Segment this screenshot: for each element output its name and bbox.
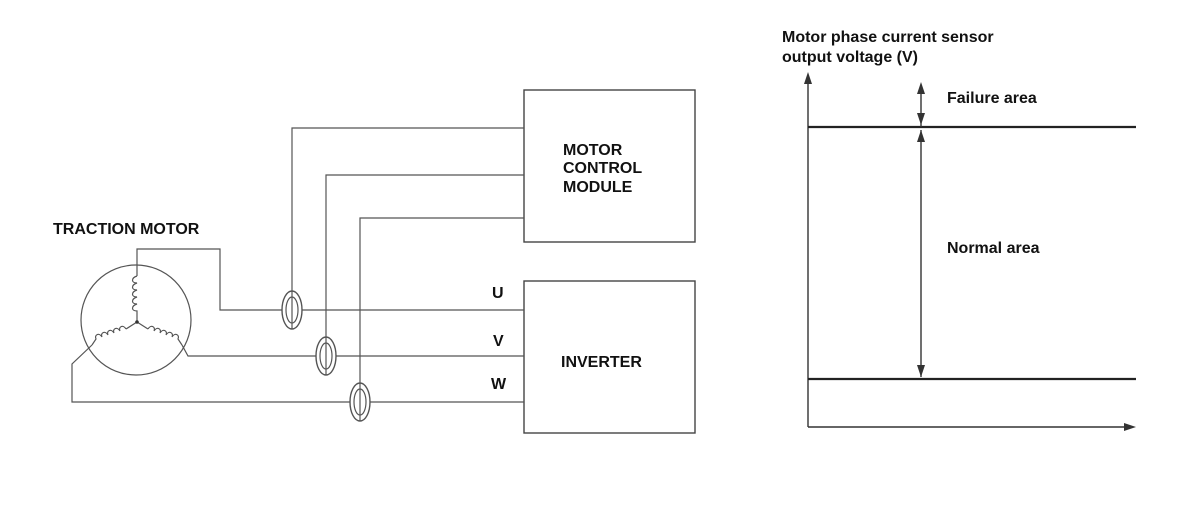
mcm-label-line-2: CONTROL	[563, 160, 642, 177]
wiring-diagram: MOTOR CONTROL MODULE INVERTER U V W TRAC…	[53, 89, 696, 434]
inverter-label: INVERTER	[561, 354, 642, 371]
phase-v-wire	[181, 344, 524, 357]
graph-x-axis-arrow	[1124, 423, 1136, 431]
inverter-box	[523, 280, 696, 434]
normal-area-arrow-head-top	[917, 130, 925, 142]
traction-motor-circle	[80, 264, 192, 376]
phase-label-u: U	[492, 285, 504, 302]
mcm-label-line-3: MODULE	[563, 179, 633, 196]
motor-neutral-point	[135, 320, 139, 324]
current-sensor-w	[349, 382, 371, 422]
voltage-range-graph: Motor phase current sensor output voltag…	[782, 29, 1136, 431]
current-sensor-u	[281, 290, 303, 330]
sensor-u-signal-wire	[291, 127, 524, 293]
mcm-label-line-1: MOTOR	[563, 142, 623, 159]
failure-area-label: Failure area	[947, 90, 1037, 107]
graph-ylabel-line-1: Motor phase current sensor	[782, 29, 994, 46]
graph-ylabel-line-2: output voltage (V)	[782, 49, 918, 66]
motor-coil-w	[91, 325, 127, 346]
sensor-v-signal-wire	[325, 174, 524, 339]
phase-w-wire	[71, 344, 524, 403]
phase-label-v: V	[493, 333, 504, 350]
normal-area-label: Normal area	[947, 240, 1040, 257]
motor-coil-v	[147, 325, 183, 346]
phase-u-wire	[136, 248, 524, 311]
motor-coil-u	[131, 275, 138, 313]
traction-motor-label: TRACTION MOTOR	[53, 221, 200, 238]
sensor-w-signal-wire	[359, 217, 524, 384]
phase-label-w: W	[491, 376, 507, 393]
graph-y-axis-arrow	[804, 72, 812, 84]
failure-area-arrow-head	[917, 82, 925, 94]
current-sensor-v	[315, 336, 337, 376]
normal-area-arrow-head-bottom	[917, 365, 925, 377]
motor-control-module-box	[523, 89, 696, 243]
failure-area-arrow-tail	[917, 113, 925, 125]
